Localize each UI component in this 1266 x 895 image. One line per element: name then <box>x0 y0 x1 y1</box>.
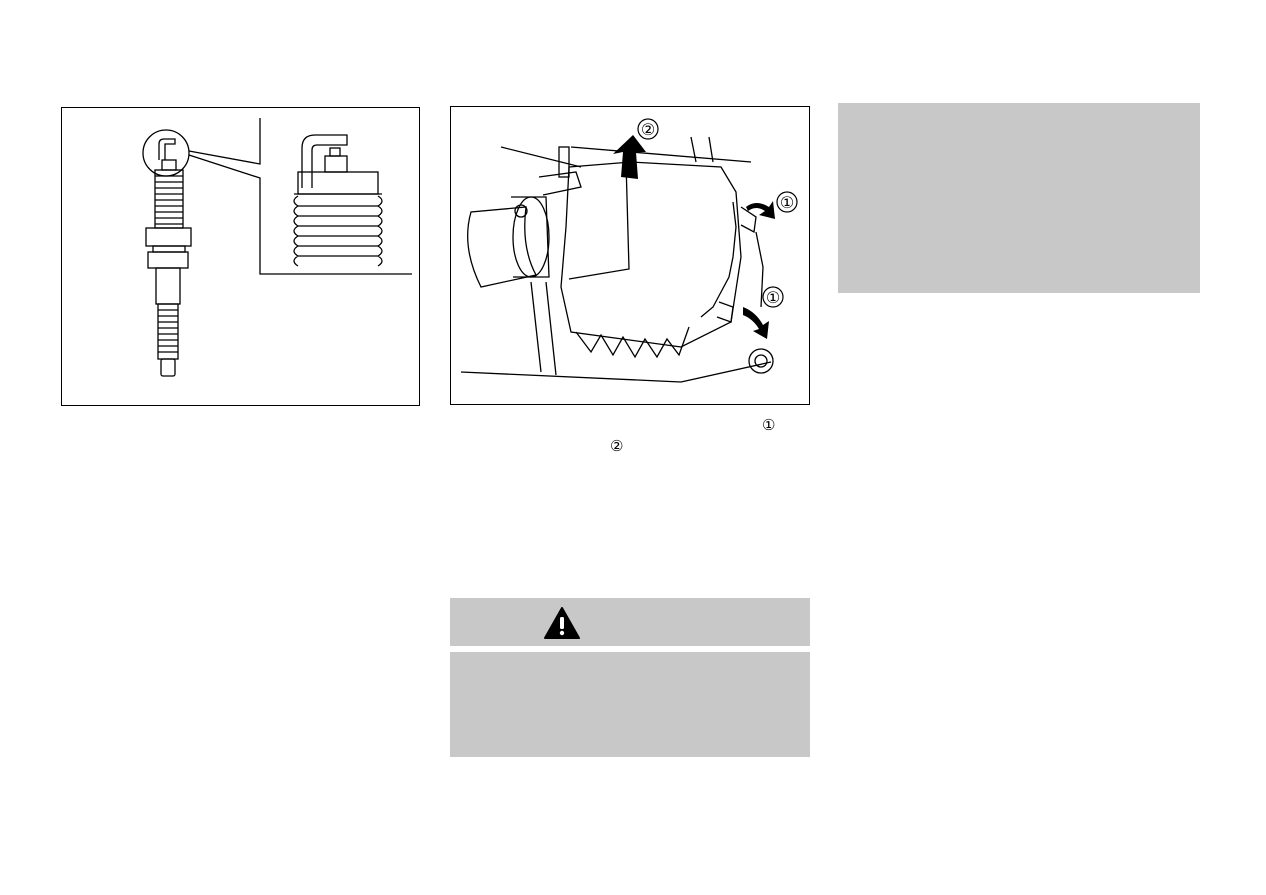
warning-header <box>450 598 810 646</box>
label-2: ② <box>641 120 655 139</box>
air-cleaner-figure: ② ① ① <box>450 106 810 405</box>
air-cleaner-icon: ② ① ① <box>460 118 798 383</box>
warning-body <box>450 652 810 757</box>
label-1-lower: ① <box>766 288 780 307</box>
callout-2: ② <box>610 438 624 455</box>
warning-triangle-icon <box>544 607 580 639</box>
spark-plug-icon <box>142 118 412 377</box>
spark-plug-figure <box>61 107 420 406</box>
note-box <box>838 103 1200 293</box>
callout-1: ① <box>762 417 776 434</box>
label-1-upper: ① <box>780 193 794 212</box>
